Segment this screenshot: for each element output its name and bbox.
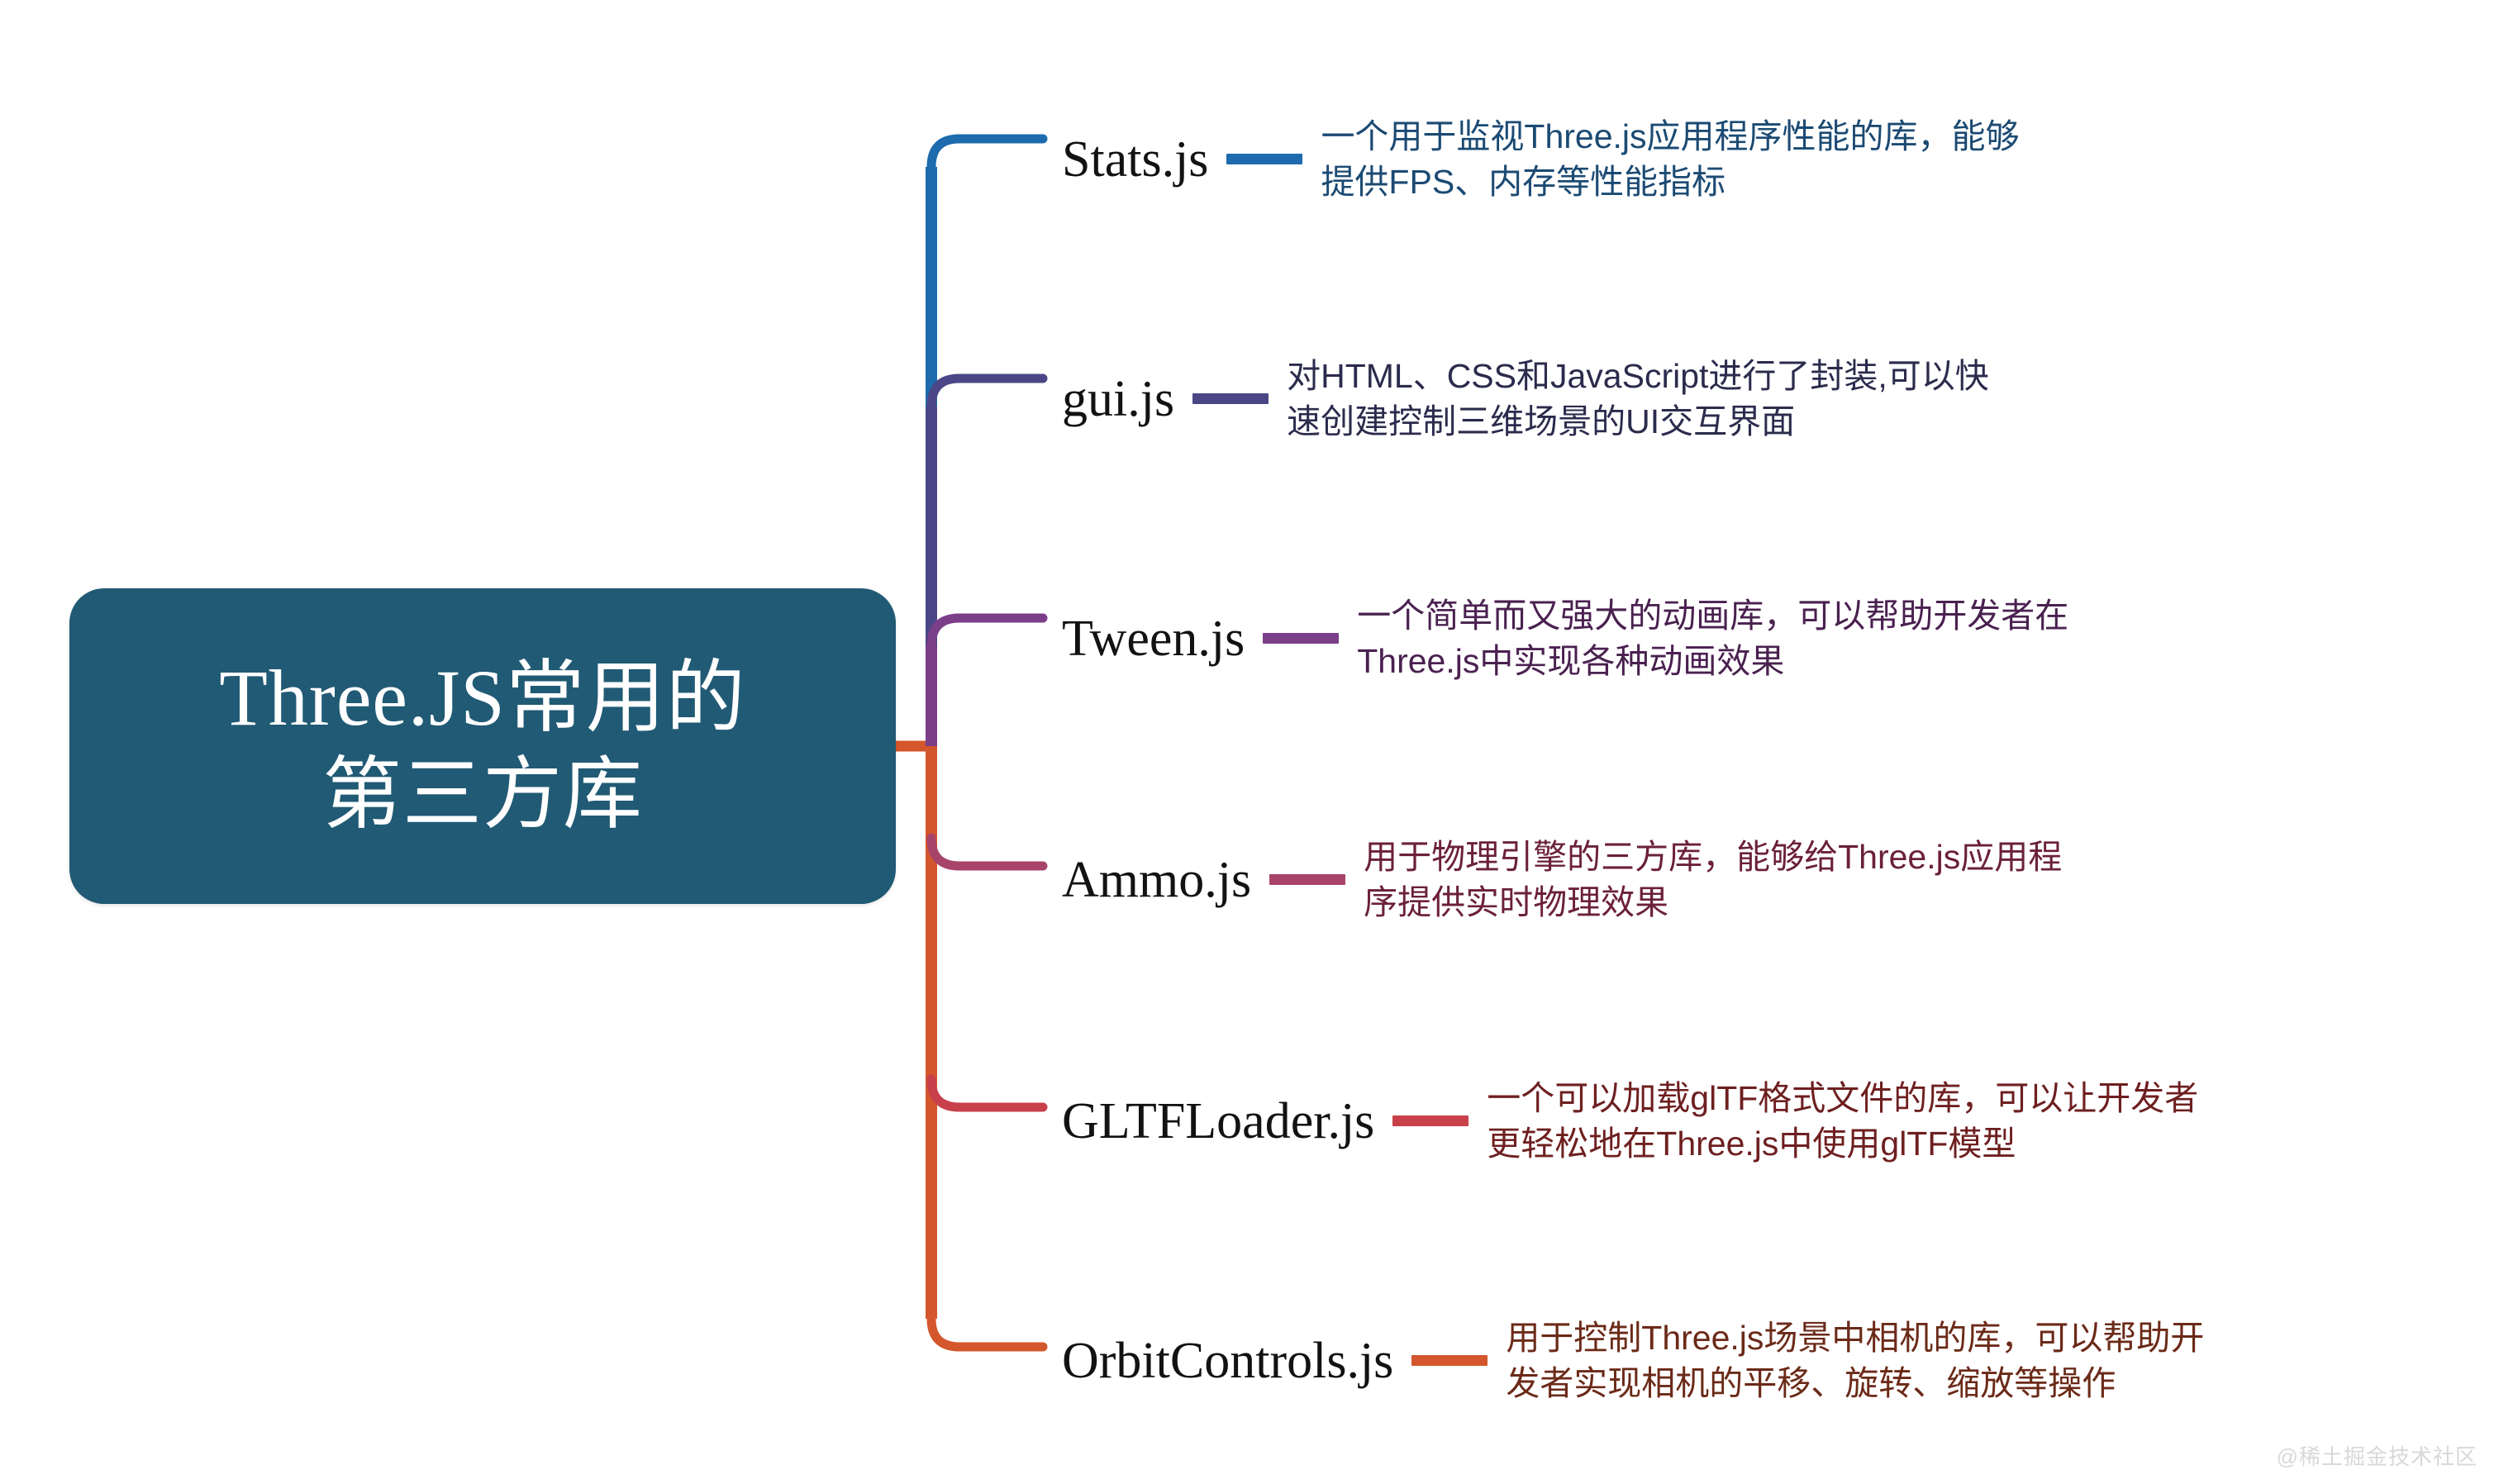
branch-node-tween[interactable]: Tween.js 一个简单而又强大的动画库，可以帮助开发者在 Three.js中…: [1062, 593, 2068, 683]
branch-arm-ammo: [926, 833, 1048, 871]
branch-arm-tween: [926, 613, 1048, 651]
branch-connector-gui: [1192, 393, 1269, 405]
branch-node-gltfloader[interactable]: GLTFLoader.js 一个可以加载glTF格式文件的库，可以让开发者 更轻…: [1062, 1076, 2198, 1166]
branch-description-tween: 一个简单而又强大的动画库，可以帮助开发者在 Three.js中实现各种动画效果: [1357, 597, 2069, 680]
watermark: @稀土掘金技术社区: [2276, 1444, 2478, 1469]
central-node[interactable]: Three.JS常用的 第三方库: [69, 588, 896, 904]
branch-arm-gui: [926, 373, 1048, 411]
branch-arm-stats: [926, 134, 1048, 172]
branch-arm-gltfloader: [926, 1074, 1048, 1112]
branch-connector-tween: [1263, 633, 1340, 644]
branch-description-ammo: 用于物理引擎的三方库，能够给Three.js应用程 序提供实时物理效果: [1364, 838, 2063, 921]
branch-label-orbitcontrols: OrbitControls.js: [1062, 1332, 1394, 1389]
branch-label-gltfloader: GLTFLoader.js: [1062, 1092, 1375, 1149]
branch-description-stats: 一个用于监视Three.js应用程序性能的库，能够 提供FPS、内存等性能指标: [1321, 117, 2020, 201]
branch-connector-stats: [1226, 154, 1303, 165]
branch-node-orbitcontrols[interactable]: OrbitControls.js 用于控制Three.js场景中相机的库，可以帮…: [1062, 1315, 2204, 1406]
branch-connector-orbitcontrols: [1411, 1355, 1488, 1367]
branch-node-stats[interactable]: Stats.js 一个用于监视Three.js应用程序性能的库，能够 提供FPS…: [1062, 114, 2020, 204]
branch-connector-ammo: [1269, 874, 1346, 886]
branch-label-stats: Stats.js: [1062, 131, 1209, 188]
central-node-title-line1: Three.JS常用的: [219, 653, 746, 742]
branch-label-ammo: Ammo.js: [1062, 851, 1252, 908]
branch-arm-orbitcontrols: [926, 1314, 1048, 1352]
branch-node-gui[interactable]: gui.js 对HTML、CSS和JavaScript进行了封装,可以快 速创建…: [1062, 354, 1989, 444]
branch-description-gui: 对HTML、CSS和JavaScript进行了封装,可以快 速创建控制三维场景的…: [1287, 357, 1989, 440]
branch-description-orbitcontrols: 用于控制Three.js场景中相机的库，可以帮助开 发者实现相机的平移、旋转、缩…: [1506, 1319, 2205, 1402]
central-node-title-line2: 第三方库: [322, 750, 643, 839]
branch-description-gltfloader: 一个可以加载glTF格式文件的库，可以让开发者 更轻松地在Three.js中使用…: [1487, 1079, 2199, 1163]
branch-label-gui: gui.js: [1062, 370, 1175, 427]
branch-connector-gltfloader: [1392, 1115, 1469, 1127]
branch-node-ammo[interactable]: Ammo.js 用于物理引擎的三方库，能够给Three.js应用程 序提供实时物…: [1062, 835, 2062, 925]
branch-label-tween: Tween.js: [1062, 610, 1245, 667]
